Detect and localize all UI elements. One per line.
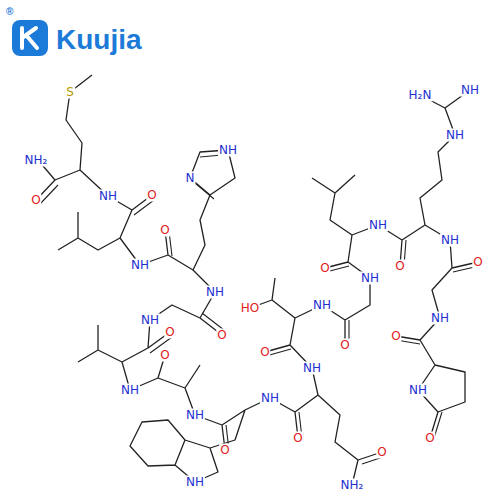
atom-label: NH <box>368 219 388 232</box>
atom-label: NH <box>408 384 428 397</box>
atom-label: O <box>259 346 270 359</box>
atom-label: NH <box>98 190 118 203</box>
atom-label: NH <box>460 84 480 97</box>
atom-label: S <box>65 86 75 99</box>
atom-label: O <box>159 224 170 237</box>
atom-label: O <box>146 189 157 202</box>
atom-label: NH <box>130 259 150 272</box>
atom-label: O <box>339 339 350 352</box>
atom-label: HO <box>240 302 260 315</box>
atom-label: NH <box>302 362 322 375</box>
atom-label: O <box>319 262 330 275</box>
atom-label: O <box>159 349 170 362</box>
registered-mark: ® <box>6 6 13 17</box>
atom-label: O <box>30 194 41 207</box>
atom-label: NH <box>218 144 238 157</box>
atom-label: O <box>219 444 230 457</box>
atom-label: NH <box>260 392 280 405</box>
atom-label: NH <box>185 476 205 489</box>
atom-label: NH <box>360 272 380 285</box>
atom-label: H₂N <box>408 89 433 102</box>
atom-label: NH <box>430 312 450 325</box>
atom-label: O <box>390 330 401 343</box>
atom-label: NH₂ <box>24 154 49 167</box>
atom-label: NH <box>205 286 225 299</box>
atom-label: O <box>394 260 405 273</box>
atom-label: NH <box>312 299 332 312</box>
atom-label: NH <box>140 314 160 327</box>
atom-label: NH₂ <box>340 479 365 492</box>
atom-label: N <box>185 172 196 185</box>
logo-icon <box>12 20 48 56</box>
atom-label: O <box>292 432 303 445</box>
atom-label: NH <box>185 409 205 422</box>
atom-label: NH <box>445 129 465 142</box>
atom-label: NH <box>120 384 140 397</box>
atom-label: O <box>164 326 175 339</box>
atom-label: O <box>216 329 227 342</box>
atom-label: O <box>376 446 387 459</box>
atom-label: O <box>472 256 483 269</box>
atom-label: O <box>424 432 435 445</box>
brand-logo: Kuujia <box>56 24 142 56</box>
atom-label: NH <box>440 234 460 247</box>
